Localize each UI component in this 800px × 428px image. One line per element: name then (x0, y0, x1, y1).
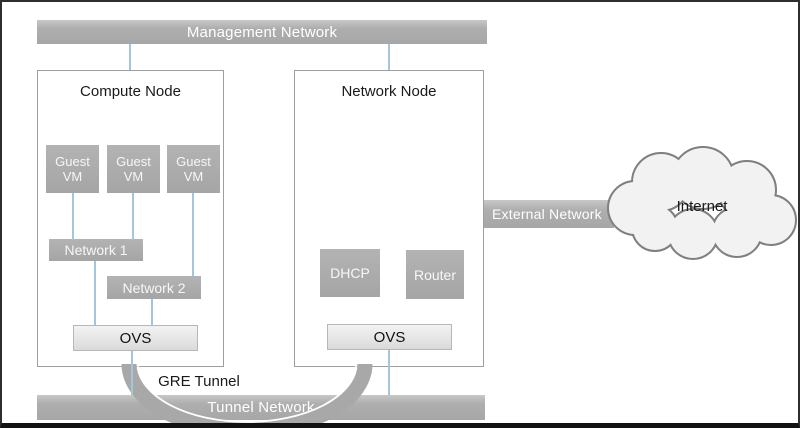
dhcp-box: DHCP (320, 249, 380, 297)
connector-vm2-net1 (132, 193, 134, 240)
gre-tunnel-label: GRE Tunnel (158, 373, 240, 390)
connector-net1-ovs (94, 261, 96, 325)
guest-vm-box: Guest VM (46, 145, 99, 193)
external-network-bar: External Network (484, 200, 614, 228)
router-box: Router (406, 250, 464, 299)
network-node-box: Network Node (294, 70, 484, 367)
guest-vm-box: Guest VM (107, 145, 160, 193)
connector-ovs-tunnel-right (388, 350, 390, 395)
compute-node-box: Compute Node (37, 70, 224, 367)
compute-node-title: Compute Node (80, 83, 181, 100)
network1-box: Network 1 (49, 239, 143, 261)
network-node-title: Network Node (341, 83, 437, 100)
connector-vm1-net1 (72, 193, 74, 240)
network-ovs-box: OVS (327, 324, 452, 350)
connector-net2-ovs (151, 299, 153, 325)
guest-vm-box: Guest VM (167, 145, 220, 193)
connector-ovs-tunnel-left (131, 351, 133, 395)
connector-vm3-net2 (192, 193, 194, 276)
connector-mgmt-compute (129, 44, 131, 70)
internet-cloud-icon (607, 146, 797, 260)
tunnel-network-bar: Tunnel Network (37, 395, 485, 420)
management-network-bar: Management Network (37, 20, 487, 44)
internet-label: Internet (676, 198, 728, 215)
network2-box: Network 2 (107, 276, 201, 299)
compute-ovs-box: OVS (73, 325, 198, 351)
connector-mgmt-network (388, 44, 390, 70)
